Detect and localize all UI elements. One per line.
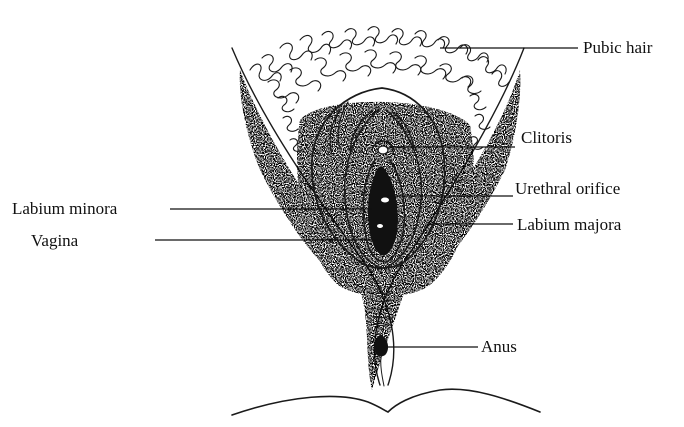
label-clitoris: Clitoris <box>521 128 572 147</box>
label-labium-minora: Labium minora <box>12 199 118 218</box>
label-vagina: Vagina <box>31 231 79 250</box>
label-anus: Anus <box>481 337 517 356</box>
label-labium-majora: Labium majora <box>517 215 622 234</box>
label-pubic-hair: Pubic hair <box>583 38 653 57</box>
clitoris-glans <box>378 146 388 154</box>
label-urethral-orifice: Urethral orifice <box>515 179 620 198</box>
